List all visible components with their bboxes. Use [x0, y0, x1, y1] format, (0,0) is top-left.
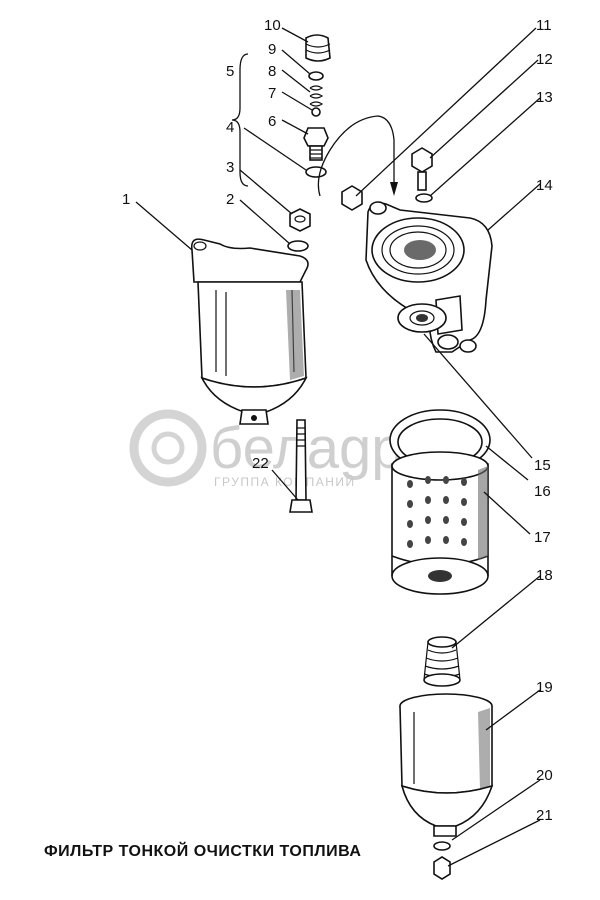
- diagram-title: ФИЛЬТР ТОНКОЙ ОЧИСТКИ ТОПЛИВА: [44, 841, 361, 860]
- part-1-filter-housing: [190, 238, 309, 425]
- callout-8: 8: [268, 63, 276, 80]
- part-18-spring: [423, 636, 461, 687]
- watermark: белаgро ГРУППА КОМПАНИЙ: [129, 409, 436, 489]
- callout-7: 7: [268, 85, 276, 102]
- watermark-logo-icon: [129, 409, 207, 487]
- part-9-washer: [308, 71, 324, 81]
- callout-2: 2: [226, 191, 234, 208]
- leader-lines: [135, 27, 541, 867]
- part-11-fitting-nut: [341, 185, 363, 211]
- callout-10: 10: [264, 17, 281, 34]
- callout-15: 15: [534, 457, 551, 474]
- part-13-washer: [415, 193, 433, 203]
- part-6-valve-body: [303, 127, 329, 161]
- callout-4: 4: [226, 119, 234, 136]
- callout-17: 17: [534, 529, 551, 546]
- callout-5: 5: [226, 63, 234, 80]
- part-10-valve-cap: [305, 34, 331, 62]
- callout-labels: 10 9 8 7 6 5 4 3 2 1 11 12 13 14 15 16 1…: [122, 17, 553, 824]
- callout-6: 6: [268, 113, 276, 130]
- callout-1: 1: [122, 191, 130, 208]
- part-17-filter-element: [391, 451, 489, 595]
- part-22-bolt: [289, 419, 313, 513]
- callout-19: 19: [536, 679, 553, 696]
- part-2-washer: [287, 240, 309, 252]
- part-19-bowl: [399, 693, 494, 837]
- callout-18: 18: [536, 567, 553, 584]
- part-7-ball: [311, 107, 321, 117]
- part-12-bolt: [411, 147, 433, 191]
- part-4-gasket: [305, 166, 327, 178]
- callout-16: 16: [534, 483, 551, 500]
- callout-3: 3: [226, 159, 234, 176]
- callout-11: 11: [536, 17, 552, 34]
- callout-22: 22: [252, 455, 269, 472]
- part-20-washer: [433, 841, 451, 851]
- watermark-subtitle: ГРУППА КОМПАНИЙ: [214, 474, 356, 489]
- part-14-filter-head: [365, 201, 493, 353]
- part-21-plug-bolt: [433, 856, 451, 880]
- callout-14: 14: [536, 177, 553, 194]
- callout-13: 13: [536, 89, 553, 106]
- callout-21: 21: [536, 807, 553, 824]
- part-8-spring: [309, 85, 324, 107]
- callout-20: 20: [536, 767, 553, 784]
- part-15-plug: [397, 303, 447, 333]
- callout-12: 12: [536, 51, 553, 68]
- part-3-nut: [289, 208, 311, 232]
- callout-9: 9: [268, 41, 276, 58]
